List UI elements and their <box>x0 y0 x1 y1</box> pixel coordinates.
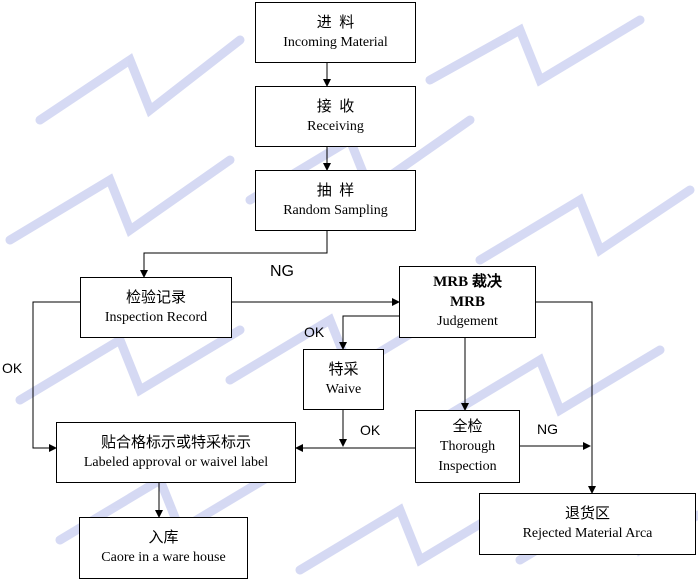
node-labeled-approval: 贴合格标示或特采标示 Labeled approval or waivel la… <box>56 422 296 483</box>
node-waive: 特采 Waive <box>303 349 384 410</box>
label-ok-mrb-waive: OK <box>304 324 325 340</box>
node-mrb-zh2: MRB <box>450 294 485 310</box>
node-sampling-zh: 抽 样 <box>316 182 355 199</box>
node-warehouse-zh: 入库 <box>148 530 179 546</box>
label-ng-inspection-mrb: NG <box>270 263 294 280</box>
node-rejected-zh: 退货区 <box>564 506 610 522</box>
node-incoming-zh: 进 料 <box>316 14 355 31</box>
node-incoming-material: 进 料 Incoming Material <box>255 2 416 63</box>
node-receiving: 接 收 Receiving <box>255 86 416 147</box>
node-warehouse: 入库 Caore in a ware house <box>79 517 248 579</box>
node-inspection-zh: 检验记录 <box>125 289 186 306</box>
node-mrb-judgement: MRB 裁决 MRB Judgement <box>399 266 536 338</box>
node-warehouse-en: Caore in a ware house <box>101 550 226 565</box>
node-thorough-en: Thorough <box>439 438 496 454</box>
arrow-mrb-waive <box>339 315 399 350</box>
node-mrb-en: Judgement <box>437 314 498 329</box>
node-thorough-inspection: 全检 Thorough Inspection <box>415 410 520 483</box>
node-waive-zh: 特采 <box>328 361 359 378</box>
node-labeled-zh: 贴合格标示或特采标示 <box>100 434 251 451</box>
label-ok-waive-labeled: OK <box>360 422 381 438</box>
node-thorough-zh: 全检 <box>452 418 483 435</box>
arrow-inspection-labeled <box>32 301 80 452</box>
arrow-sampling-inspection <box>140 230 328 278</box>
label-ok-inspection-labeled: OK <box>2 360 23 376</box>
node-incoming-en: Incoming Material <box>283 34 388 50</box>
node-waive-en: Waive <box>325 381 362 397</box>
arrow-mrb-rejected <box>536 301 596 494</box>
node-receiving-zh: 接 收 <box>316 98 355 115</box>
node-sampling-en: Random Sampling <box>283 202 388 218</box>
node-rejected-area: 退货区 Rejected Material Arca <box>479 493 696 555</box>
label-ng-thorough-rejected: NG <box>537 421 558 437</box>
node-labeled-en: Labeled approval or waivel label <box>83 454 269 470</box>
node-receiving-en: Receiving <box>307 118 364 134</box>
node-inspection-en: Inspection Record <box>104 309 208 325</box>
node-random-sampling: 抽 样 Random Sampling <box>255 170 416 231</box>
node-inspection-record: 检验记录 Inspection Record <box>80 277 232 338</box>
node-thorough-en2: Inspection <box>438 458 497 474</box>
node-rejected-en: Rejected Material Arca <box>522 526 653 541</box>
node-mrb-zh: MRB 裁决 <box>433 274 502 290</box>
